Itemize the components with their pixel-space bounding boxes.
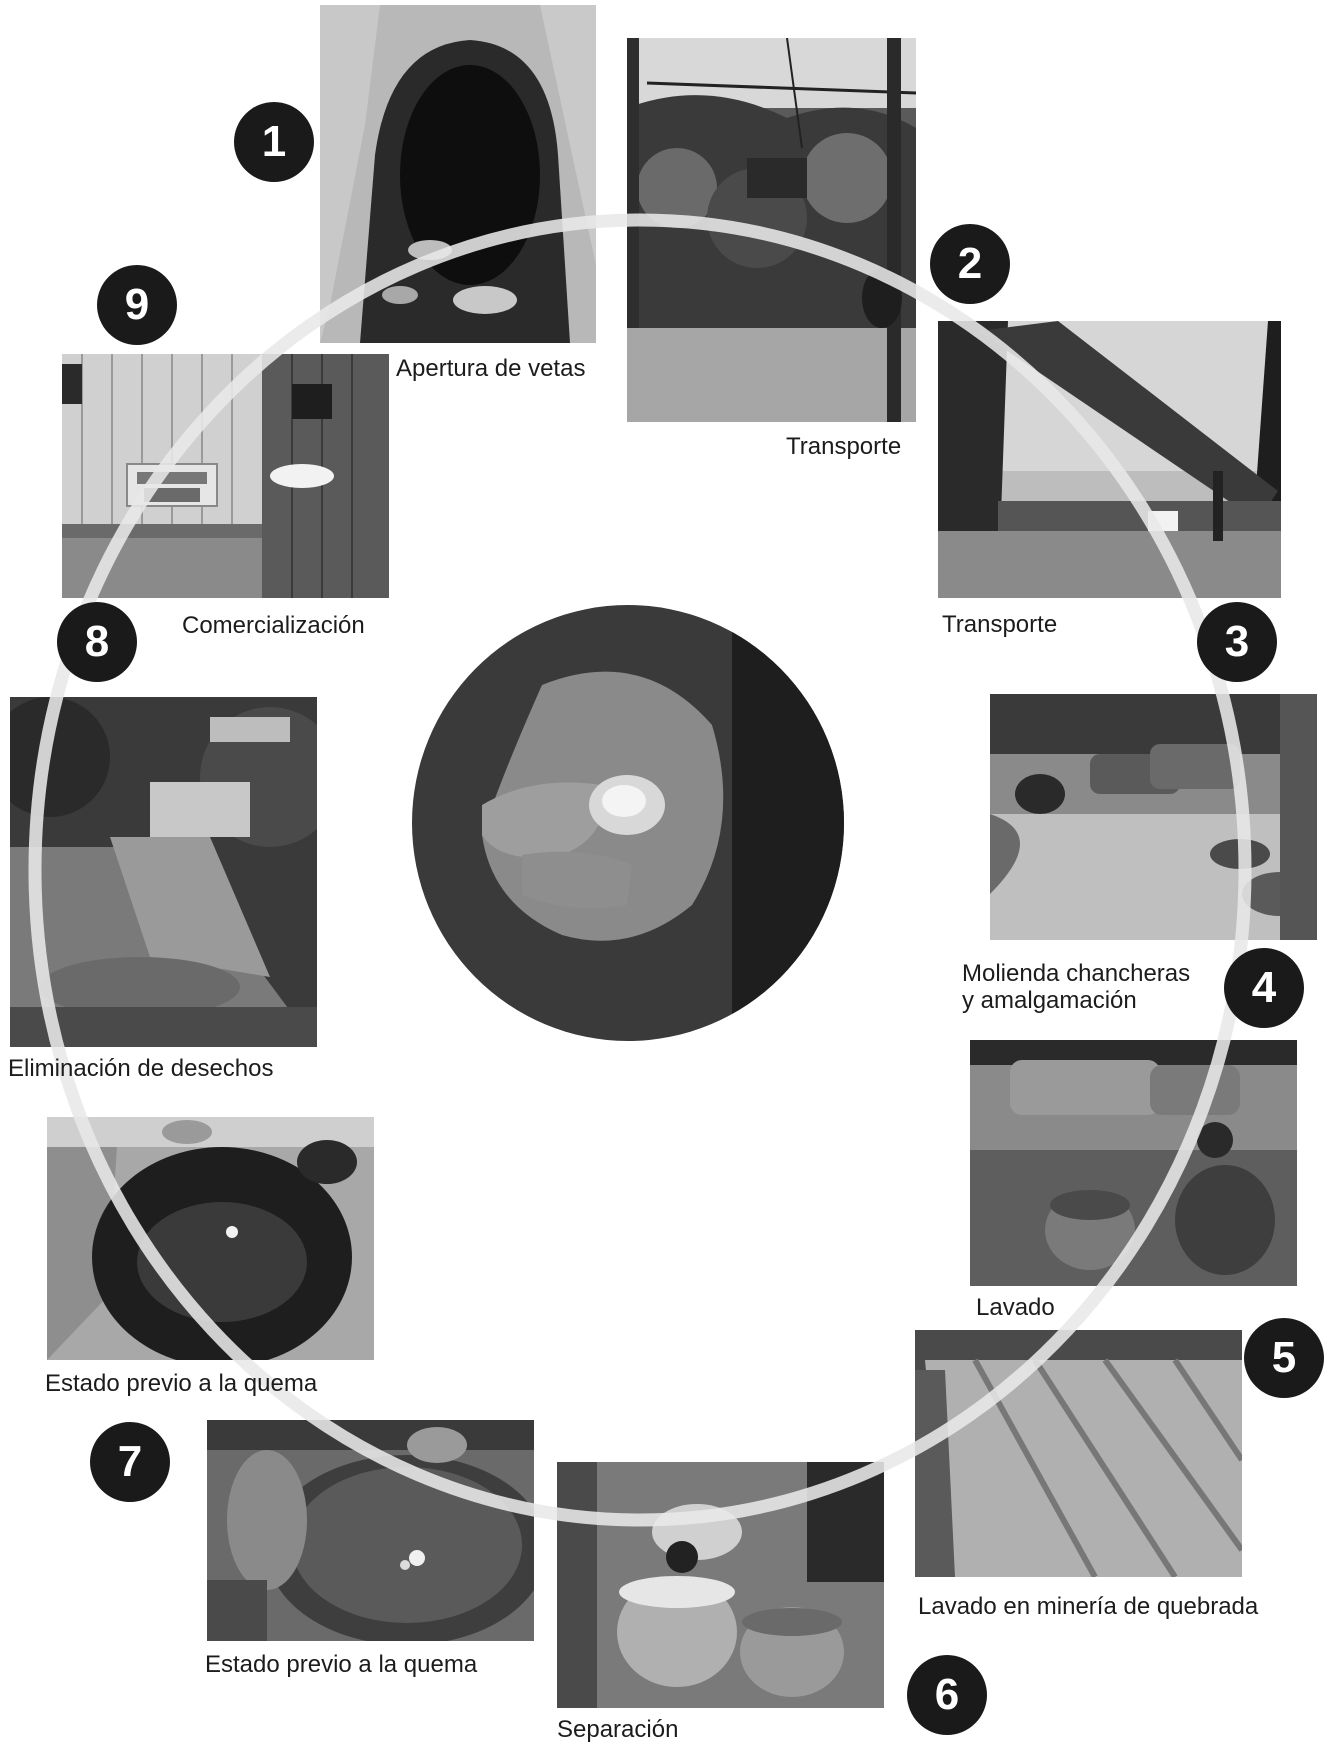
caption-step-1: Apertura de vetas [396,355,585,382]
step-badge-7: 7 [90,1422,170,1502]
step-badge-8: 8 [57,602,137,682]
caption-step-7: Estado previo a la quema [205,1651,477,1678]
step-badge-4: 4 [1224,948,1304,1028]
photo-worker-mill-drums [970,1040,1297,1286]
step-badge-2: 2 [930,224,1010,304]
step-badge-6: 6 [907,1655,987,1735]
caption-transport-2: Transporte [942,611,1057,638]
caption-step-6: Separación [557,1716,678,1743]
photo-grinding-mill-floor [990,694,1317,940]
caption-step-4: Lavado [976,1294,1055,1321]
photo-cable-car-forest [627,38,916,422]
photo-hillside-tailings [10,697,317,1047]
caption-step-3: Molienda chancheras y amalgamación [962,960,1190,1014]
step-badge-3: 3 [1197,602,1277,682]
caption-step-3-line-1: Molienda chancheras [962,960,1190,987]
photo-sluice-channels [915,1330,1242,1577]
caption-step-9: Comercialización [182,612,365,639]
step-badge-1: 1 [234,102,314,182]
photo-tunnel-entrance [320,5,596,343]
caption-pre-burn-2: Estado previo a la quema [45,1370,317,1397]
caption-step-2: Transporte [786,433,901,460]
photo-compro-oro-shop [62,354,389,598]
step-badge-5: 5 [1244,1318,1324,1398]
photo-hand-gold-nugget [412,605,844,1041]
caption-step-8: Eliminación de desechos [8,1055,274,1082]
caption-step-5: Lavado en minería de quebrada [918,1593,1258,1620]
step-badge-9: 9 [97,265,177,345]
photo-ore-conveyor-chute [938,321,1281,598]
caption-step-3-line-2: y amalgamación [962,987,1190,1014]
photo-gold-pan-hands [207,1420,534,1641]
photo-dark-pan-amalgam [47,1117,374,1360]
photo-worker-separating [557,1462,884,1708]
